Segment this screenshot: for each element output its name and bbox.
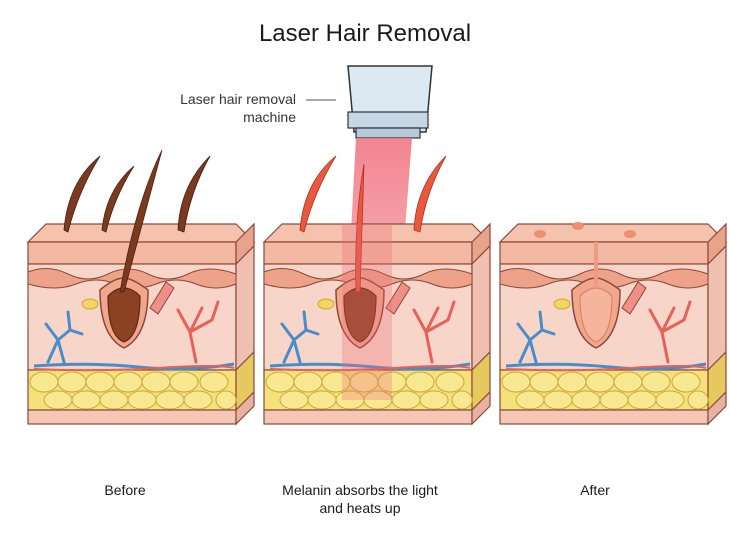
hair-follicle xyxy=(81,277,149,349)
hair-follicle xyxy=(317,277,385,349)
follicle-openings xyxy=(534,222,636,238)
diagram-title: Laser Hair Removal xyxy=(258,20,472,47)
caption-melanin: Melanin absorbs the light and heats up xyxy=(250,481,470,517)
laser-machine-label-line1: Laser hair removal xyxy=(180,91,296,107)
laser-machine-label: Laser hair removal machine xyxy=(150,90,296,126)
panel-after xyxy=(498,222,728,426)
hairs xyxy=(63,149,211,293)
panel-melanin xyxy=(262,155,492,426)
caption-melanin-line2: and heats up xyxy=(319,500,401,516)
caption-before: Before xyxy=(104,482,146,498)
caption-melanin-line1: Melanin absorbs the light xyxy=(282,482,438,498)
caption-after: After xyxy=(580,482,610,498)
laser-machine-label-line2: machine xyxy=(243,109,296,125)
hair-follicle xyxy=(553,242,621,349)
panel-before xyxy=(26,149,256,426)
laser-machine xyxy=(306,65,433,139)
hairs xyxy=(299,155,447,293)
